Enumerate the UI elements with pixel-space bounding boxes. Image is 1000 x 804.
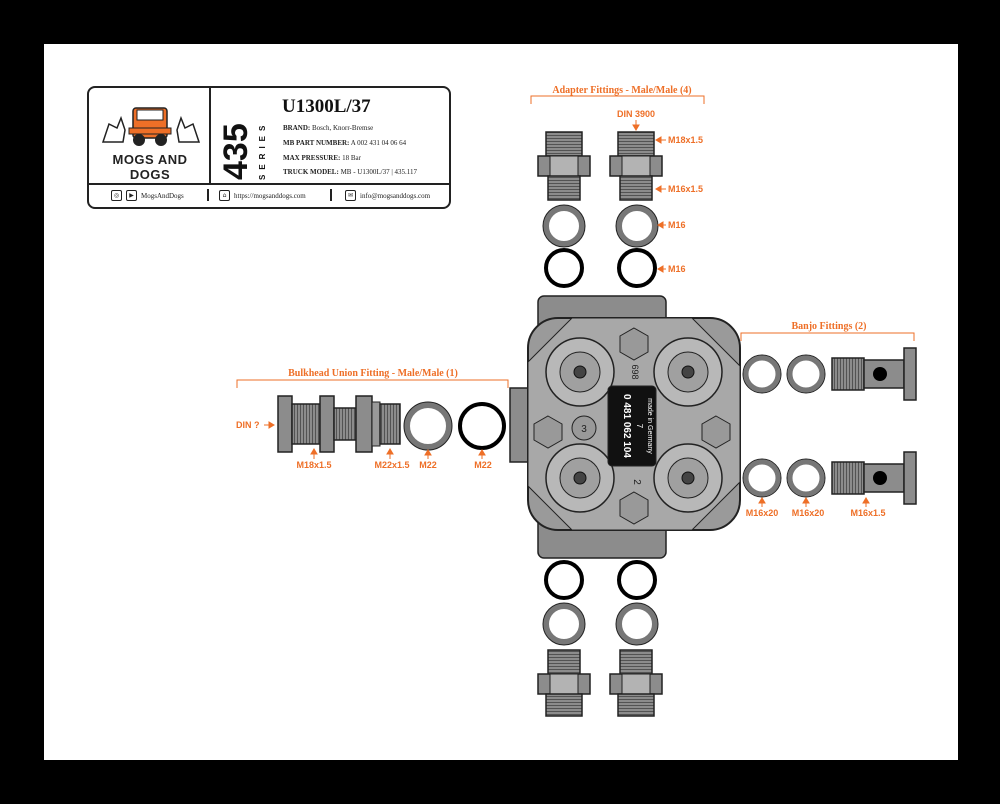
- label-din-unknown: DIN ?: [236, 420, 260, 430]
- spec-part-number: MB PART NUMBER: A 002 431 04 06 64: [283, 139, 407, 147]
- o-rings-top: [544, 248, 657, 288]
- home-icon: ⌂: [219, 190, 230, 201]
- website-link[interactable]: ⌂ https://mogsanddogs.com: [219, 190, 306, 201]
- series-word-graphic: SERIES: [258, 121, 267, 180]
- bulkhead-washer: [404, 402, 452, 450]
- spec-truck-model: TRUCK MODEL: MB - U1300L/37 | 435.117: [283, 168, 417, 176]
- valve-mark: 698: [630, 364, 640, 379]
- youtube-icon: ▶: [126, 190, 137, 201]
- spec-max-pressure: MAX PRESSURE: 18 Bar: [283, 154, 361, 162]
- label-m22-oring: M22: [474, 460, 492, 470]
- series-word: SERIES: [258, 121, 267, 180]
- o-rings-bottom: [544, 560, 657, 600]
- adapter-fitting-bottom-right: [609, 649, 663, 717]
- diagram-canvas: 698 3 2 made in Germany 0 481 062 104 7: [44, 44, 958, 760]
- label-m18x1.5-bulkhead: M18x1.5: [296, 460, 331, 470]
- label-m16-oring: M16: [668, 264, 686, 274]
- code-label: 7: [635, 424, 644, 429]
- label-m16x1.5-top: M16x1.5: [668, 184, 703, 194]
- email-link[interactable]: ✉ info@mogsanddogs.com: [345, 190, 430, 201]
- banjo-washers-bottom: [742, 458, 826, 498]
- banjo-washers-top: [742, 354, 826, 394]
- banjo-fitting-bottom: [831, 451, 917, 505]
- model-title: U1300L/37: [282, 96, 371, 117]
- label-m16-washer: M16: [668, 220, 686, 230]
- info-card: MOGS AND DOGS 435 SERIES U1300L/37 BRAND…: [87, 86, 451, 209]
- sealing-washers-bottom: [542, 602, 659, 646]
- adapter-fitting-bottom-left: [537, 649, 591, 717]
- part-number-label: 0 481 062 104: [621, 394, 632, 458]
- brand-name: MOGS AND DOGS: [112, 152, 188, 182]
- series-number: 435: [223, 123, 255, 180]
- valve-label-plate: [607, 385, 657, 467]
- spec-brand: BRAND: Bosch, Knorr-Bremse: [283, 124, 374, 132]
- social-link[interactable]: ◎ ▶ MogsAndDogs: [111, 190, 184, 201]
- adapter-fitting-top-right: [609, 131, 663, 201]
- envelope-icon: ✉: [345, 190, 356, 201]
- valve-fittings-diagram: 698 3 2 made in Germany 0 481 062 104 7: [236, 85, 917, 717]
- label-m16x20-a: M16x20: [746, 508, 779, 518]
- group-title-banjo: Banjo Fittings (2): [792, 321, 867, 332]
- bulkhead-o-ring: [458, 402, 506, 450]
- label-m18x1.5-top: M18x1.5: [668, 135, 703, 145]
- series-number-graphic: 435: [223, 123, 255, 180]
- group-title-adapter: Adapter Fittings - Male/Male (4): [552, 85, 691, 96]
- sealing-washers-top: [542, 204, 659, 248]
- label-din3900: DIN 3900: [617, 109, 655, 119]
- group-brackets: [236, 95, 915, 388]
- bulkhead-union-fitting: [277, 395, 401, 453]
- label-m16x1.5-banjo: M16x1.5: [850, 508, 885, 518]
- port-2-label: 2: [631, 479, 642, 485]
- instagram-icon: ◎: [111, 190, 122, 201]
- banjo-fitting-top: [831, 347, 917, 401]
- callout-arrows: [264, 120, 870, 507]
- adapter-fitting-top-left: [537, 131, 591, 201]
- valve-body: [509, 295, 741, 559]
- port-3-label: 3: [581, 424, 587, 435]
- truck-dogs-logo: [101, 107, 201, 146]
- label-m22-washer: M22: [419, 460, 437, 470]
- group-title-bulkhead: Bulkhead Union Fitting - Male/Male (1): [288, 368, 458, 379]
- label-m22x1.5: M22x1.5: [374, 460, 409, 470]
- made-in-label: made in Germany: [646, 398, 653, 454]
- label-m16x20-b: M16x20: [792, 508, 825, 518]
